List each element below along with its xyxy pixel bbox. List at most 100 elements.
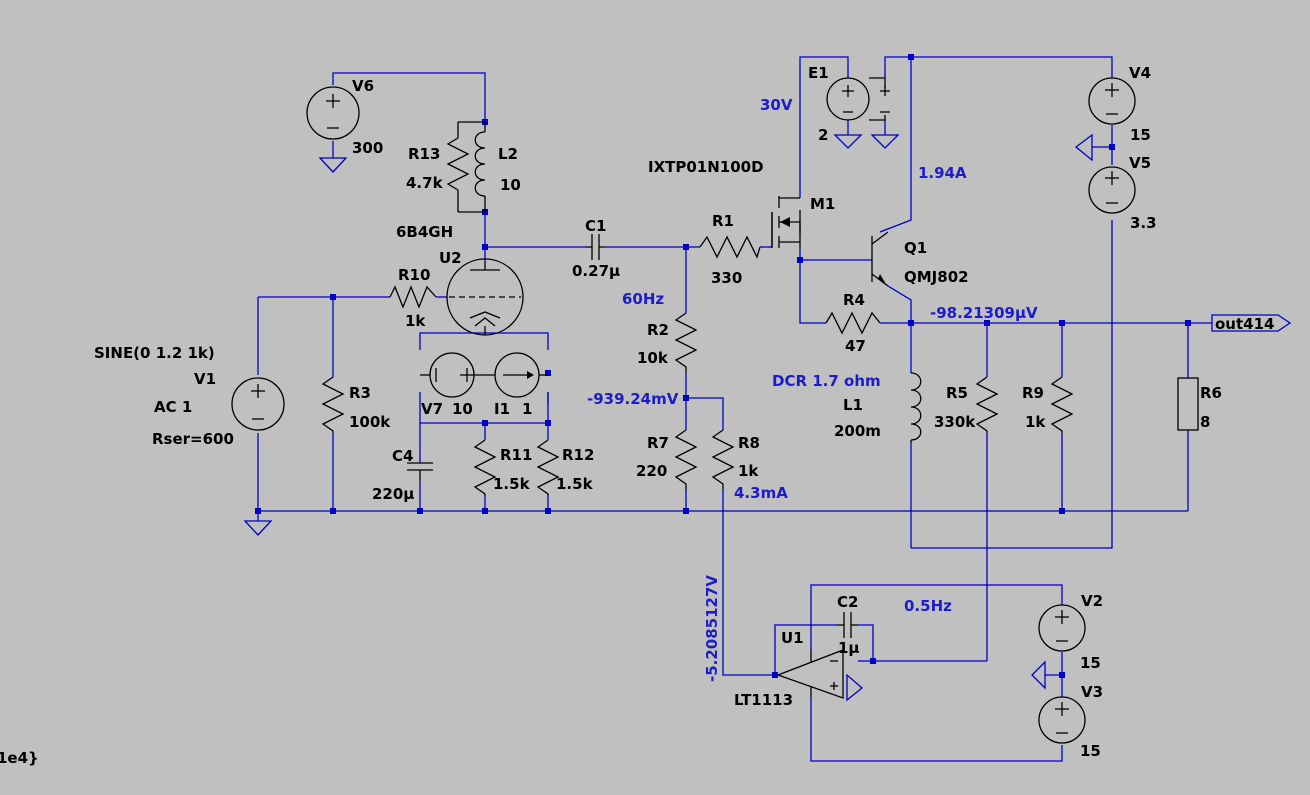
e1-value: 2 — [818, 126, 828, 144]
r10-resistor — [389, 285, 437, 309]
r10-value: 1k — [405, 312, 426, 330]
annotation-0-5hz: 0.5Hz — [904, 597, 952, 615]
c1-name: C1 — [585, 217, 606, 235]
r1-name: R1 — [712, 212, 734, 230]
r2-resistor — [674, 312, 698, 373]
measurement-annotations: 30V 1.94A 60Hz -939.24mV -98.21309μV DCR… — [587, 96, 1038, 682]
c4-name: C4 — [392, 447, 413, 465]
r6-resistor — [1177, 377, 1199, 431]
r6-name: R6 — [1200, 384, 1222, 402]
component-labels: V6 300 R13 4.7k L2 10 6B4GH U2 R10 1k C1… — [0, 64, 1274, 767]
r4-value: 47 — [845, 337, 866, 355]
r3-name: R3 — [349, 384, 371, 402]
i1-value: 1 — [522, 400, 532, 418]
r13-resistor — [446, 121, 485, 213]
r3-value: 100k — [349, 413, 391, 431]
c1-value: 0.27μ — [572, 262, 620, 280]
r8-name: R8 — [738, 434, 760, 452]
annotation-dcr: DCR 1.7 ohm — [772, 372, 881, 390]
v1-source — [231, 377, 285, 431]
u1-opamp — [776, 649, 844, 699]
l1-value: 200m — [834, 422, 881, 440]
r4-resistor — [825, 311, 881, 335]
annotation-939mv: -939.24mV — [587, 390, 679, 408]
m1-mosfet — [771, 196, 801, 250]
r11-value: 1.5k — [493, 475, 531, 493]
spice-directive: 1e4} — [0, 749, 39, 767]
c2-value: 1μ — [838, 639, 859, 657]
r6-value: 8 — [1200, 413, 1210, 431]
out414-port — [1211, 314, 1292, 332]
c1-capacitor — [585, 234, 605, 260]
r8-value: 1k — [738, 462, 759, 480]
r3-resistor — [321, 376, 345, 433]
ground-symbols — [243, 133, 1093, 702]
annotation-5-2v: -5.2085127V — [703, 575, 721, 682]
r5-resistor — [975, 376, 999, 433]
r2-name: R2 — [647, 321, 669, 339]
u1-name: U1 — [781, 629, 804, 647]
v1-ac: AC 1 — [154, 398, 192, 416]
r9-resistor — [1050, 376, 1074, 433]
l2-value: 10 — [500, 176, 521, 194]
r4-name: R4 — [843, 291, 865, 309]
r12-value: 1.5k — [556, 475, 594, 493]
e1-source — [826, 77, 890, 121]
l2-inductor — [474, 122, 486, 212]
r1-resistor — [699, 235, 761, 259]
v3-name: V3 — [1081, 683, 1103, 701]
r1-value: 330 — [711, 269, 742, 287]
q1-model: QMJ802 — [904, 268, 969, 286]
annotation-60hz: 60Hz — [622, 290, 664, 308]
out414-label: out414 — [1215, 315, 1274, 333]
components — [231, 77, 1292, 744]
v1-name: V1 — [194, 370, 216, 388]
r8-resistor — [711, 429, 735, 490]
r7-value: 220 — [636, 462, 667, 480]
v6-source — [306, 86, 360, 140]
r9-value: 1k — [1025, 413, 1046, 431]
r13-value: 4.7k — [406, 174, 444, 192]
c2-capacitor — [837, 612, 858, 638]
v1-spec: SINE(0 1.2 1k) — [94, 344, 215, 362]
v1-rser: Rser=600 — [152, 430, 234, 448]
v2-value: 15 — [1080, 654, 1101, 672]
v6-name: V6 — [352, 77, 374, 95]
r2-value: 10k — [637, 349, 669, 367]
v5-source — [1088, 166, 1136, 214]
r9-name: R9 — [1022, 384, 1044, 402]
r5-value: 330k — [934, 413, 976, 431]
v4-source — [1088, 77, 1136, 125]
v4-value: 15 — [1130, 126, 1151, 144]
annotation-1-94a: 1.94A — [918, 164, 967, 182]
wires — [257, 56, 1212, 762]
annotation-30v: 30V — [760, 96, 793, 114]
v7-name: V7 — [421, 400, 443, 418]
c2-name: C2 — [837, 593, 858, 611]
c4-value: 220μ — [372, 485, 414, 503]
r10-name: R10 — [398, 266, 430, 284]
u2-triode — [446, 258, 524, 336]
r12-name: R12 — [562, 446, 594, 464]
q1-name: Q1 — [904, 239, 927, 257]
v2-name: V2 — [1081, 592, 1103, 610]
r13-name: R13 — [408, 145, 440, 163]
c4-capacitor — [407, 462, 433, 481]
v5-name: V5 — [1129, 154, 1151, 172]
r5-name: R5 — [946, 384, 968, 402]
i1-name: I1 — [494, 400, 510, 418]
v7-source — [420, 352, 475, 398]
v2-source — [1038, 604, 1086, 652]
v6-value: 300 — [352, 139, 383, 157]
r11-resistor — [473, 439, 497, 496]
r12-resistor — [536, 439, 560, 496]
q1-transistor — [871, 231, 889, 287]
l1-name: L1 — [843, 396, 863, 414]
r11-name: R11 — [500, 446, 532, 464]
v7-value: 10 — [452, 400, 473, 418]
v3-source — [1038, 696, 1086, 744]
v3-value: 15 — [1080, 742, 1101, 760]
annotation-98uv: -98.21309μV — [930, 304, 1038, 322]
l2-name: L2 — [498, 145, 518, 163]
